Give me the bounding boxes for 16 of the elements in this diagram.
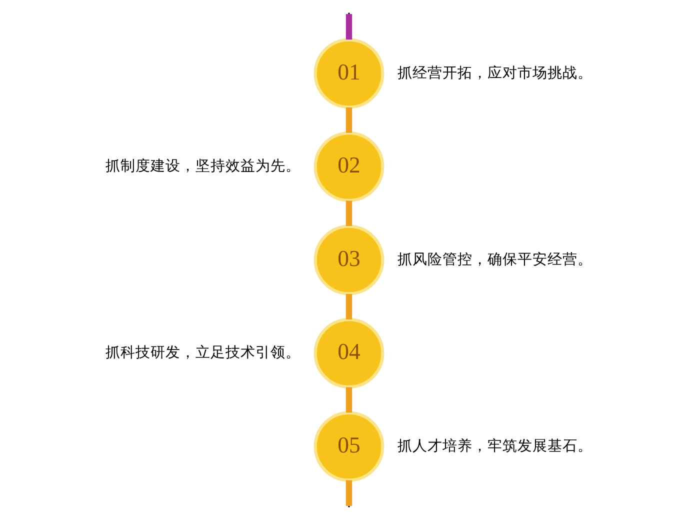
node-label: 抓风险管控，确保平安经营。 bbox=[398, 251, 593, 268]
node-circle: 03 bbox=[314, 224, 384, 295]
node-label: 抓经营开拓，应对市场挑战。 bbox=[398, 64, 593, 81]
node-label: 抓科技研发，立足技术引领。 bbox=[105, 344, 300, 361]
node-circle: 02 bbox=[314, 131, 384, 202]
node-label: 抓人才培养，牢筑发展基石。 bbox=[398, 438, 593, 454]
connector bbox=[346, 293, 352, 319]
node-label: 抓制度建设，坚持效益为先。 bbox=[105, 158, 300, 174]
node-circle: 05 bbox=[314, 410, 384, 482]
node-circle: 01 bbox=[314, 38, 384, 108]
connector bbox=[346, 386, 352, 412]
connector bbox=[346, 106, 352, 132]
connector bbox=[346, 14, 352, 40]
connector bbox=[346, 480, 352, 506]
connector bbox=[346, 200, 352, 226]
node-circle: 04 bbox=[314, 318, 384, 388]
